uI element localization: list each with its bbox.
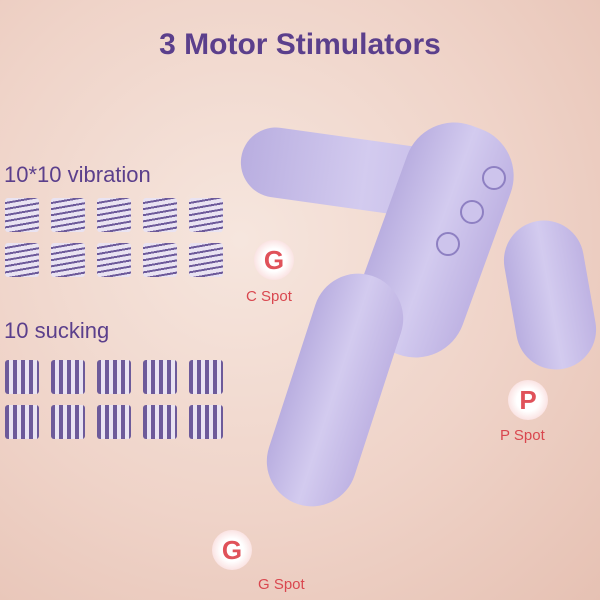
vibration-pattern-icon xyxy=(189,198,223,232)
sucking-pattern-icon xyxy=(51,360,85,394)
g-spot-label: G Spot xyxy=(258,576,305,593)
sucking-pattern-icon xyxy=(5,360,39,394)
vibration-pattern-icon xyxy=(97,198,131,232)
page-title: 3 Motor Stimulators xyxy=(159,28,441,61)
vibration-pattern-icon xyxy=(51,243,85,277)
sucking-pattern-icon xyxy=(51,405,85,439)
sucking-pattern-icon xyxy=(97,405,131,439)
vibration-pattern-icon xyxy=(97,243,131,277)
vibration-pattern-icon xyxy=(143,198,177,232)
mode-button-icon xyxy=(460,200,484,224)
c-spot-badge: G xyxy=(254,240,294,280)
power-button-icon xyxy=(482,166,506,190)
vibration-pattern-icon xyxy=(5,198,39,232)
c-spot-label: C Spot xyxy=(246,288,292,305)
product-arm xyxy=(497,214,600,376)
vibration-pattern-icon xyxy=(143,243,177,277)
g-spot-badge: G xyxy=(212,530,252,570)
vibration-pattern-icon xyxy=(5,243,39,277)
suction-button-icon xyxy=(436,232,460,256)
sucking-pattern-grid xyxy=(5,360,223,439)
vibration-pattern-icon xyxy=(51,198,85,232)
vibration-pattern-icon xyxy=(189,243,223,277)
sucking-pattern-icon xyxy=(97,360,131,394)
p-spot-badge: P xyxy=(508,380,548,420)
sucking-label: 10 sucking xyxy=(4,318,110,343)
sucking-pattern-icon xyxy=(189,405,223,439)
sucking-pattern-icon xyxy=(5,405,39,439)
p-spot-label: P Spot xyxy=(500,427,545,444)
sucking-pattern-icon xyxy=(143,405,177,439)
sucking-pattern-icon xyxy=(143,360,177,394)
vibration-label: 10*10 vibration xyxy=(4,162,151,187)
vibration-pattern-grid xyxy=(5,198,223,277)
sucking-pattern-icon xyxy=(189,360,223,394)
